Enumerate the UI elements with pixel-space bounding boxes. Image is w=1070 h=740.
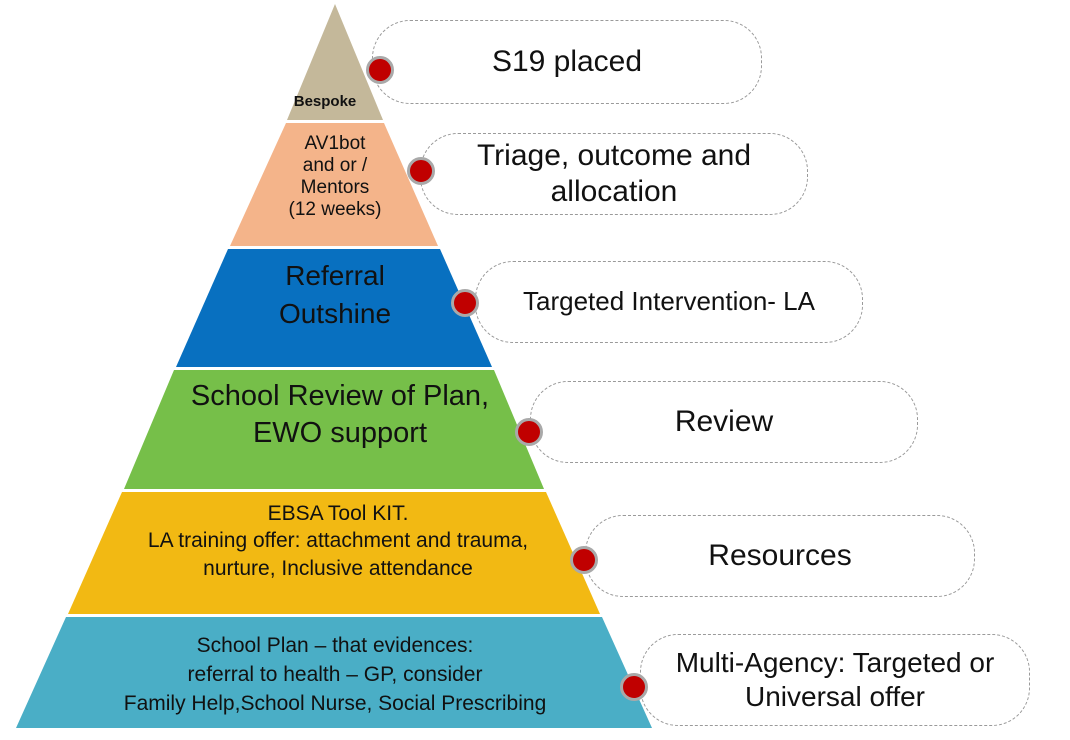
tier-referral-shape [176,249,492,367]
tier-label-line: School Plan – that evidences: [196,634,474,657]
tier-label-mentors: AV1bot and or / Mentors (12 weeks) [255,133,415,221]
tier-review-shape [124,370,544,489]
tier-label-bespoke: Bespoke [293,93,357,110]
tier-label-line: nurture, Inclusive attendance [203,556,473,580]
callout-text: Review [674,405,774,438]
connector-dot [515,418,543,446]
tier-multiagency-shape [16,617,652,728]
callout-multi-agency: Multi-Agency: Targeted or Universal offe… [640,634,1030,726]
connector-dot [620,673,648,701]
tier-label-school-review: School Review of Plan, EWO support [150,378,530,452]
tier-label-line: EWO support [252,417,428,450]
tier-label-line: Mentors [300,177,370,199]
callout-resources: Resources [585,515,975,597]
callout-review: Review [530,381,918,463]
tier-label-line: AV1bot [304,133,366,154]
tier-bespoke-shape [287,4,383,120]
tier-label-line: and or / [302,155,368,177]
tier-label-line: referral to health – GP, consider [187,662,483,686]
callout-s19-placed: S19 placed [372,20,762,104]
connector-dot [407,157,435,185]
tier-label-school-plan: School Plan – that evidences: referral t… [40,632,630,719]
tier-label-line: Outshine [278,297,392,329]
callout-text-line: Triage, outcome and [476,139,752,172]
tier-label-line: Referral [285,260,385,291]
tier-mentors-shape [230,123,438,246]
tier-resources-shape [68,492,600,614]
callout-text: S19 placed [491,45,643,78]
callout-targeted-intervention: Targeted Intervention- LA [475,261,863,343]
connector-dot [451,289,479,317]
callout-text-line: Multi-Agency: Targeted or [675,647,995,679]
connector-dot [366,56,394,84]
callout-triage: Triage, outcome and allocation [420,133,808,215]
tier-label-line: EBSA Tool KIT. [267,502,409,525]
tier-label-ebsa: EBSA Tool KIT. LA training offer: attach… [88,500,588,582]
tier-label-referral: Referral Outshine [220,257,450,333]
callout-text: Resources [708,539,852,572]
tier-label-line: School Review of Plan, [190,380,490,412]
connector-dot [570,546,598,574]
tier-label-line: (12 weeks) [288,199,382,221]
callout-text-line: Universal offer [744,681,925,712]
tier-label-line: LA training offer: attachment and trauma… [147,529,529,553]
callout-text-line: allocation [550,175,678,208]
tier-label-line: Family Help,School Nurse, Social Prescri… [123,691,547,715]
callout-text: Targeted Intervention- LA [523,286,815,317]
